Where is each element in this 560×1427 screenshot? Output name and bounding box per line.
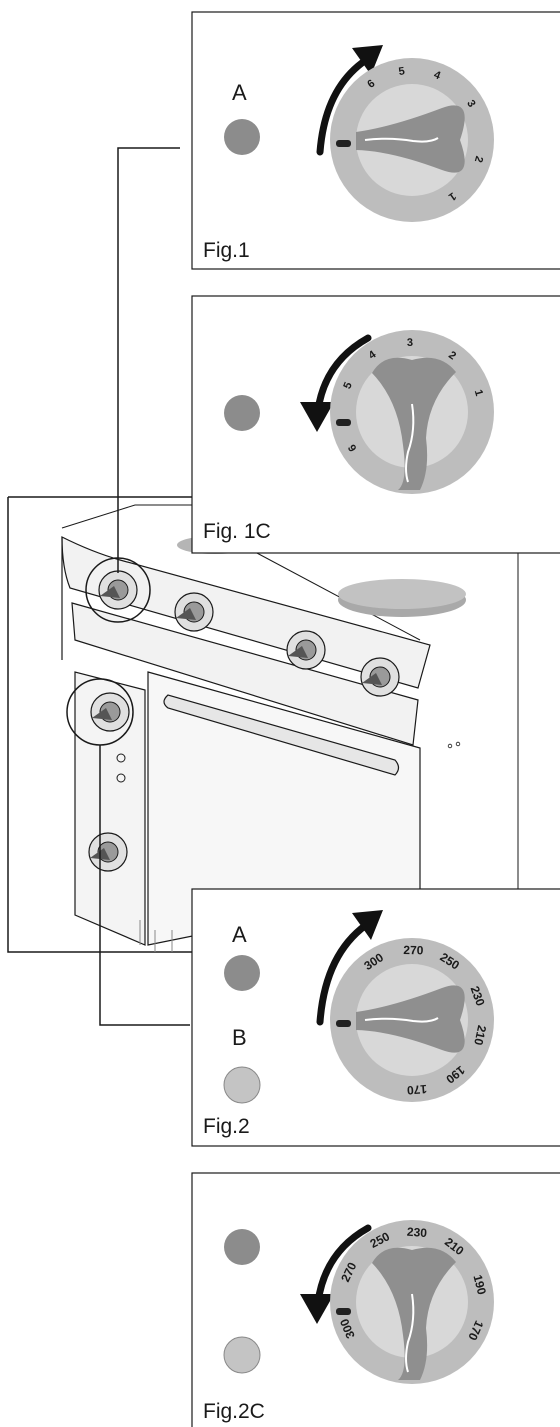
hob-knob-2: [174, 592, 214, 632]
control-dial: [330, 1220, 494, 1384]
dial-number: 5: [341, 381, 354, 391]
dial-number: 1: [446, 190, 458, 203]
indicator-lamp-b: [223, 1336, 261, 1374]
dial-number: 1: [472, 388, 485, 397]
indicator-lamp: [224, 395, 260, 431]
dial-number: 3: [464, 98, 477, 109]
dial-number: 170: [406, 1082, 427, 1097]
hob-knob-3: [286, 630, 326, 670]
dial-number: 5: [398, 65, 406, 78]
oven-control-column: [74, 671, 146, 946]
connector-fig1: [117, 147, 180, 573]
control-dial: [330, 330, 494, 494]
clockwise-arrow-icon: [352, 910, 383, 940]
figure-label: Fig.2C: [203, 1400, 265, 1423]
dial-number: 230: [468, 984, 488, 1008]
hob-knob-4: [360, 657, 400, 697]
dial-number: 6: [346, 442, 359, 453]
connector-fig2: [99, 745, 190, 1026]
indicator-lamp-a: [224, 1229, 260, 1265]
control-dial: [330, 58, 494, 222]
dial-number: 210: [471, 1024, 489, 1047]
clockwise-arrow-icon: [352, 45, 383, 75]
lamp-label-b: B: [232, 1025, 247, 1050]
dial-number: 3: [407, 337, 413, 349]
dial-number: 230: [406, 1225, 427, 1240]
cooker-illustration: [7, 496, 519, 953]
hot-plate-right: [338, 579, 466, 617]
counterclockwise-arrow-icon: [300, 402, 334, 432]
dial-number: 2: [472, 155, 485, 164]
counterclockwise-arrow-icon: [300, 1294, 334, 1324]
dial-number: 2: [446, 349, 458, 362]
dial-number: 270: [403, 943, 424, 957]
dial-knob-pointer: [356, 985, 465, 1053]
hob-knob-1: [98, 570, 138, 610]
dial-knob-pointer: [356, 105, 465, 173]
indicator-lamp-b: [223, 1066, 261, 1104]
lamp-label-a: A: [232, 80, 247, 105]
control-dial: [330, 938, 494, 1102]
figure-label: Fig.1: [203, 239, 250, 262]
lamp-label-a: A: [232, 922, 247, 947]
oven-door: [147, 671, 421, 946]
indicator-lamp-a: [224, 119, 260, 155]
indicator-lamp-a: [224, 955, 260, 991]
dial-number: 190: [470, 1273, 489, 1296]
dial-number: 4: [432, 69, 443, 83]
figure-label: Fig. 1C: [203, 520, 271, 543]
figure-label: Fig.2: [203, 1115, 250, 1138]
